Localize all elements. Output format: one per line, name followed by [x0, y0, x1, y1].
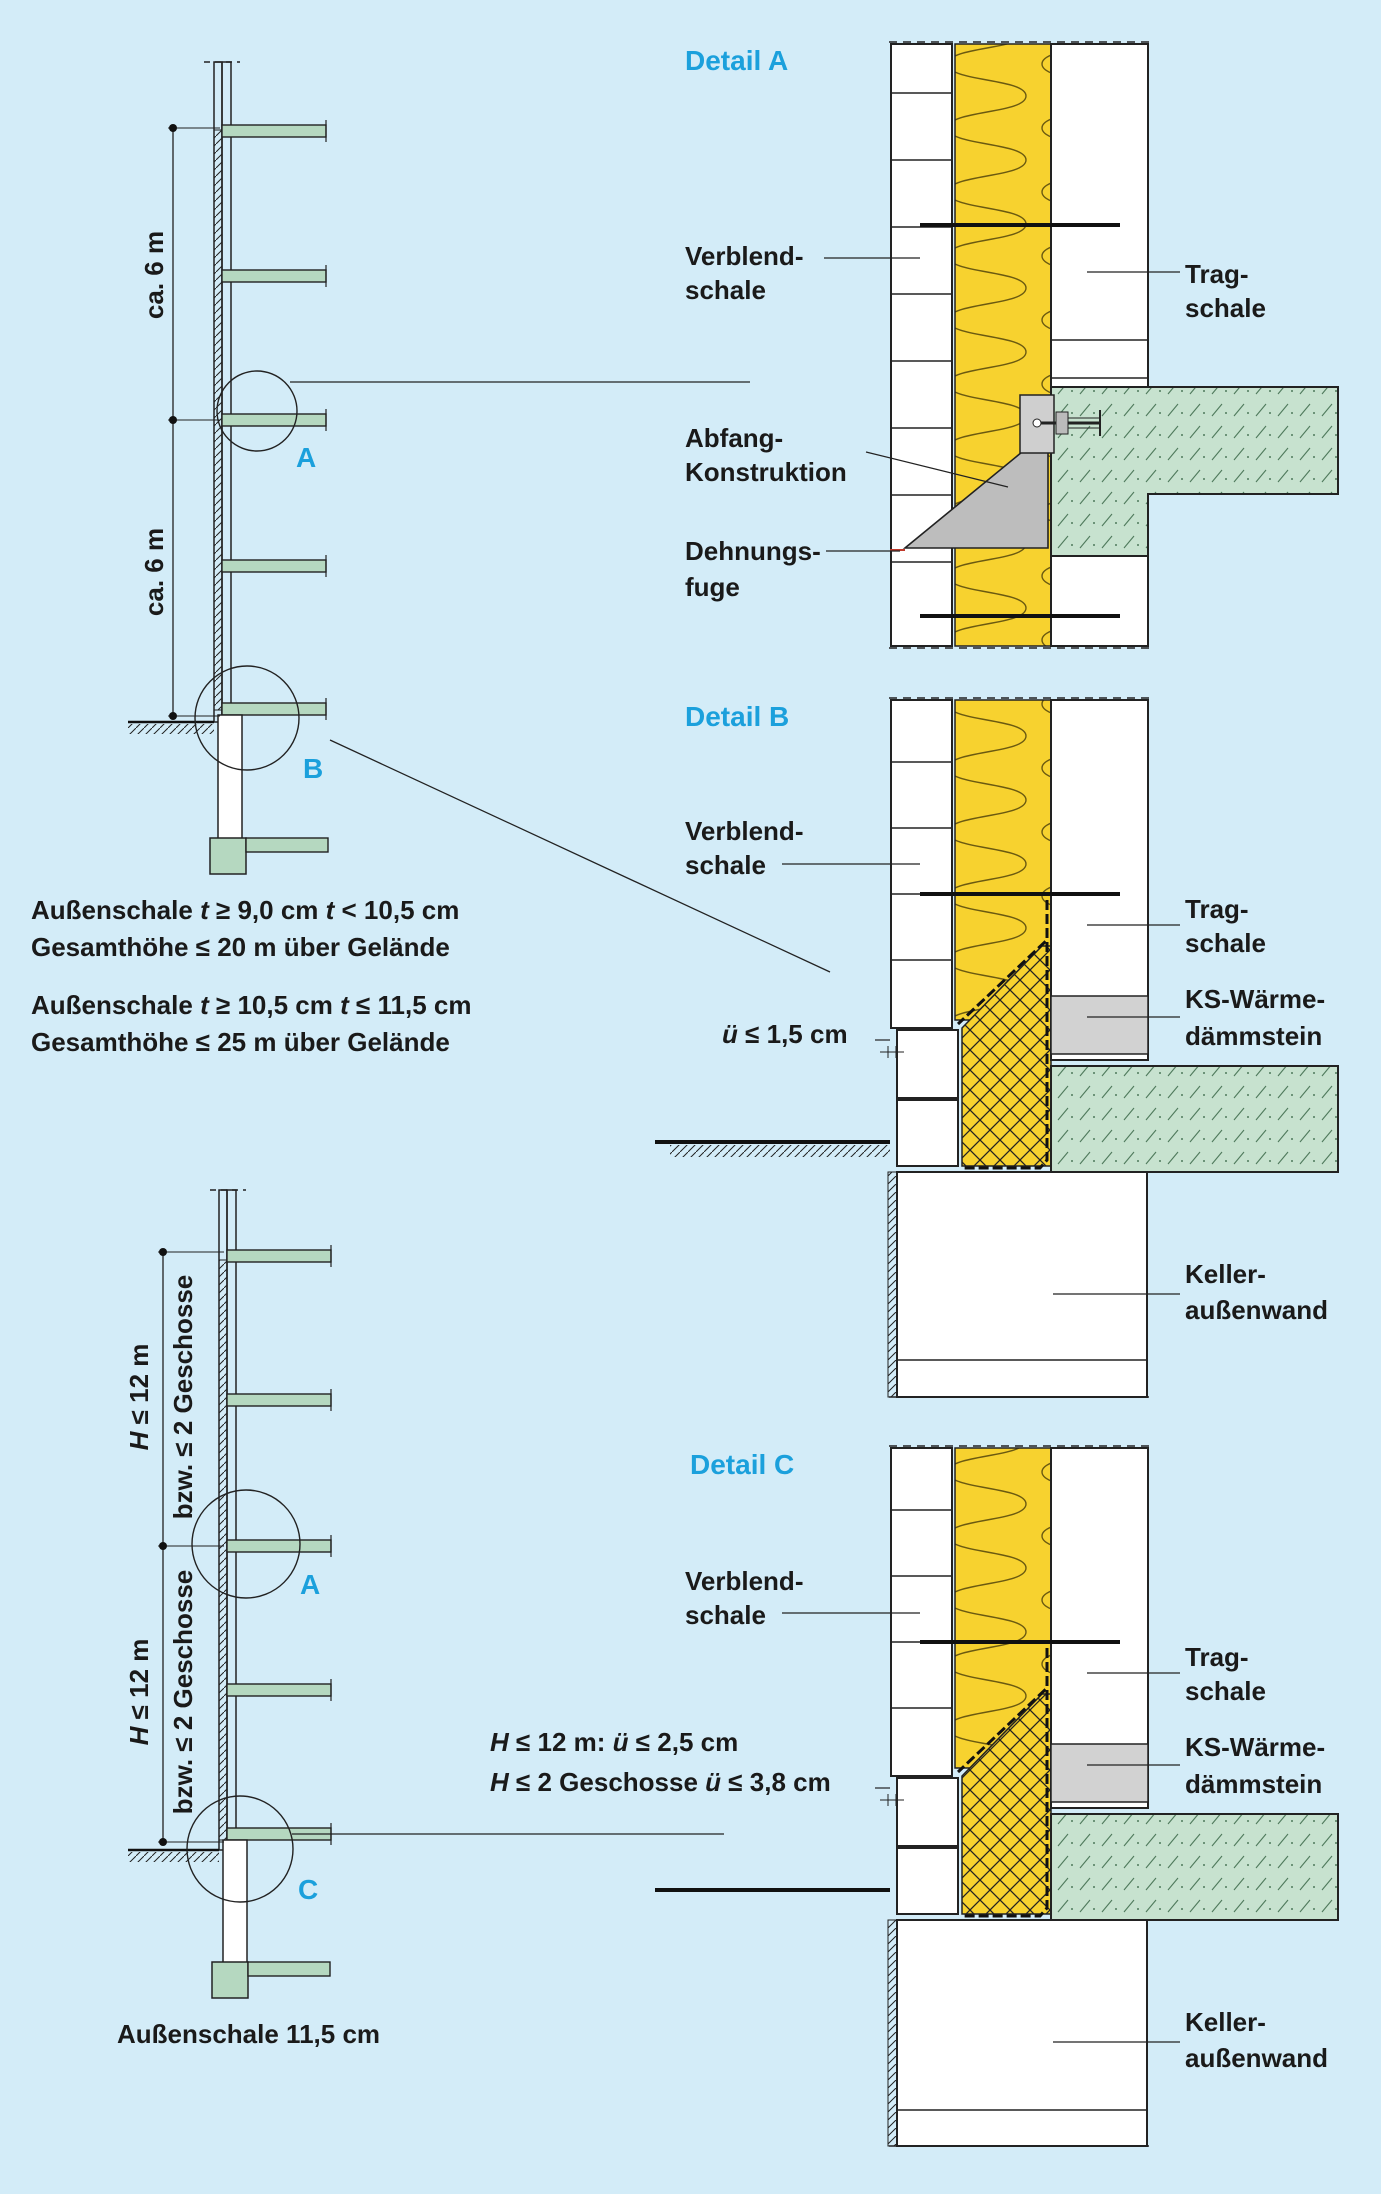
detail-c-title: Detail C: [690, 1449, 794, 1480]
overview-top: ca. 6 m ca. 6 m A B Außenschale t ≥ 9,0 …: [31, 61, 831, 1057]
overview-top-floor-slabs: [221, 120, 327, 720]
detail-a-verblend-label-1: Verblend-: [685, 241, 803, 271]
detail-b: Detail B Verblend- scha: [655, 697, 1339, 1398]
detail-b-title: Detail B: [685, 701, 789, 732]
overview-top-note-1: Außenschale t ≥ 9,0 cm t < 10,5 cm: [31, 895, 459, 925]
leader-to-detail-b: [329, 739, 831, 973]
overview-bottom-caption: Außenschale 11,5 cm: [117, 2019, 380, 2049]
detail-a-wall-ties: [920, 223, 1120, 618]
detail-b-overhang-label: ü ≤ 1,5 cm: [722, 1019, 848, 1049]
detail-c-keller-label-1: Keller-: [1185, 2007, 1266, 2037]
detail-c-trag-label-1: Trag-: [1185, 1642, 1249, 1672]
detail-a-veneer-wall: [890, 43, 953, 647]
detail-b-trag-label-2: schale: [1185, 928, 1266, 958]
detail-b-ks-label-1: KS-Wärme-: [1185, 984, 1325, 1014]
overview-top-detail-a-circle: [216, 370, 298, 452]
detail-a: Detail A Verblend-: [685, 41, 1339, 649]
detail-b-keller-label-2: außenwand: [1185, 1295, 1328, 1325]
detail-c-rule-2: H ≤ 2 Geschosse ü ≤ 3,8 cm: [490, 1767, 831, 1797]
detail-c-ks-label-2: dämmstein: [1185, 1769, 1322, 1799]
overview-top-dim-1: ca. 6 m: [139, 231, 169, 319]
overview-top-dimensions: ca. 6 m ca. 6 m: [139, 124, 220, 720]
detail-a-insulation: [954, 43, 1052, 647]
detail-a-trag-label-1: Trag-: [1185, 259, 1249, 289]
detail-b-load-wall: [1050, 699, 1149, 1061]
overview-bottom-dim-1: H ≤ 12 m: [124, 1344, 154, 1451]
detail-a-dehn-label-2: fuge: [685, 572, 740, 602]
detail-a-abfang-label-2: Konstruktion: [685, 457, 847, 487]
detail-a-abfang-label-1: Abfang-: [685, 423, 783, 453]
overview-top-basement: [128, 714, 329, 875]
overview-top-note-1-line-2: Gesamthöhe ≤ 20 m über Gelände: [31, 932, 450, 962]
detail-c-basement-wall: [887, 1919, 1148, 2147]
detail-c-keller-label-2: außenwand: [1185, 2043, 1328, 2073]
overview-top-dim-2: ca. 6 m: [139, 528, 169, 616]
detail-c-verblend-label-2: schale: [685, 1600, 766, 1630]
detail-b-verblend-label-1: Verblend-: [685, 816, 803, 846]
overview-bottom-detail-a-circle: [191, 1489, 301, 1599]
detail-b-veneer-wall: [890, 699, 959, 1167]
overview-bottom-marker-c: C: [298, 1874, 318, 1905]
detail-c-floor-slab: [1050, 1813, 1339, 1921]
detail-b-basement-wall: [887, 1171, 1148, 1398]
detail-b-verblend-label-2: schale: [685, 850, 766, 880]
overview-bottom-dim-2: H ≤ 12 m: [124, 1639, 154, 1746]
overview-bottom: H ≤ 12 m bzw. ≤ 2 Geschosse H ≤ 12 m bzw…: [117, 1189, 724, 2049]
overview-bottom-dim-1-sub: bzw. ≤ 2 Geschosse: [168, 1275, 198, 1520]
detail-c-load-wall: [1050, 1447, 1149, 1809]
detail-a-title: Detail A: [685, 45, 788, 76]
detail-b-ground: [655, 1140, 890, 1157]
detail-a-floor-slab: [1050, 386, 1339, 557]
detail-b-keller-label-1: Keller-: [1185, 1259, 1266, 1289]
overview-top-marker-b: B: [303, 753, 323, 784]
detail-c-ks-label-1: KS-Wärme-: [1185, 1732, 1325, 1762]
detail-a-dehn-label-1: Dehnungs-: [685, 536, 821, 566]
overview-top-marker-a: A: [296, 442, 316, 473]
overview-bottom-floor-slabs: [226, 1245, 332, 1845]
detail-b-trag-label-1: Trag-: [1185, 894, 1249, 924]
detail-a-trag-label-2: schale: [1185, 293, 1266, 323]
detail-c-veneer-wall: [890, 1447, 959, 1915]
detail-c-verblend-label-1: Verblend-: [685, 1566, 803, 1596]
overview-bottom-detail-c-circle: [186, 1795, 294, 1903]
detail-b-ks-label-2: dämmstein: [1185, 1021, 1322, 1051]
overview-bottom-dimensions: H ≤ 12 m bzw. ≤ 2 Geschosse H ≤ 12 m bzw…: [124, 1248, 224, 1846]
detail-a-support-bracket: [902, 394, 1101, 549]
overview-top-note-2: Außenschale t ≥ 10,5 cm t ≤ 11,5 cm: [31, 990, 471, 1020]
detail-b-floor-slab: [1050, 1065, 1339, 1173]
overview-bottom-dim-2-sub: bzw. ≤ 2 Geschosse: [168, 1570, 198, 1815]
detail-c-trag-label-2: schale: [1185, 1676, 1266, 1706]
overview-top-note-2-line-2: Gesamthöhe ≤ 25 m über Gelände: [31, 1027, 450, 1057]
detail-c: Detail C Verblend- schale: [490, 1445, 1339, 2147]
detail-a-verblend-label-2: schale: [685, 275, 766, 305]
overview-top-detail-b-circle: [194, 665, 300, 771]
overview-bottom-marker-a: A: [300, 1569, 320, 1600]
overview-bottom-basement: [128, 1839, 331, 1999]
detail-c-rule-1: H ≤ 12 m: ü ≤ 2,5 cm: [490, 1727, 738, 1757]
